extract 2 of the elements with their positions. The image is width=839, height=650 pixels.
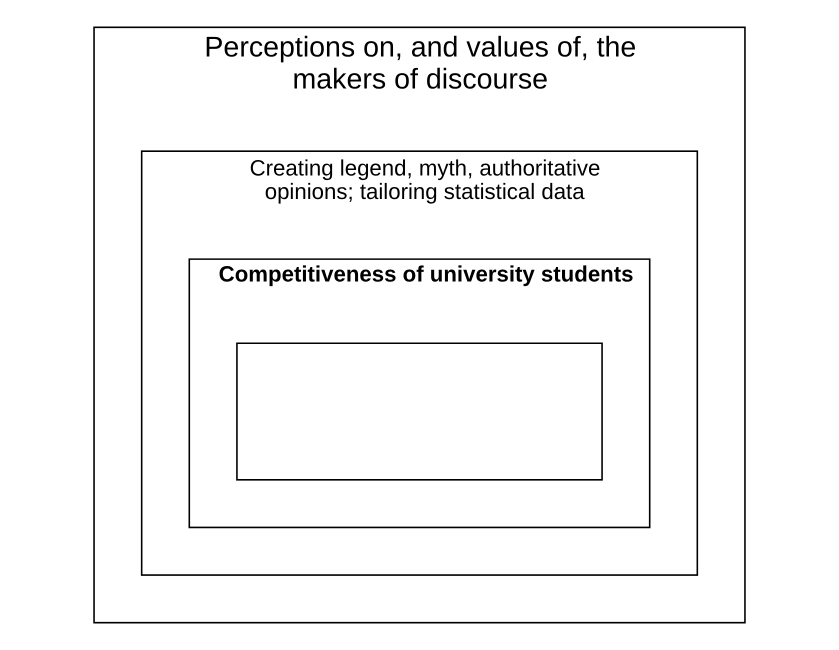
cluster: Competitiveness of university students bbox=[188, 258, 650, 528]
node-box bbox=[236, 342, 603, 481]
